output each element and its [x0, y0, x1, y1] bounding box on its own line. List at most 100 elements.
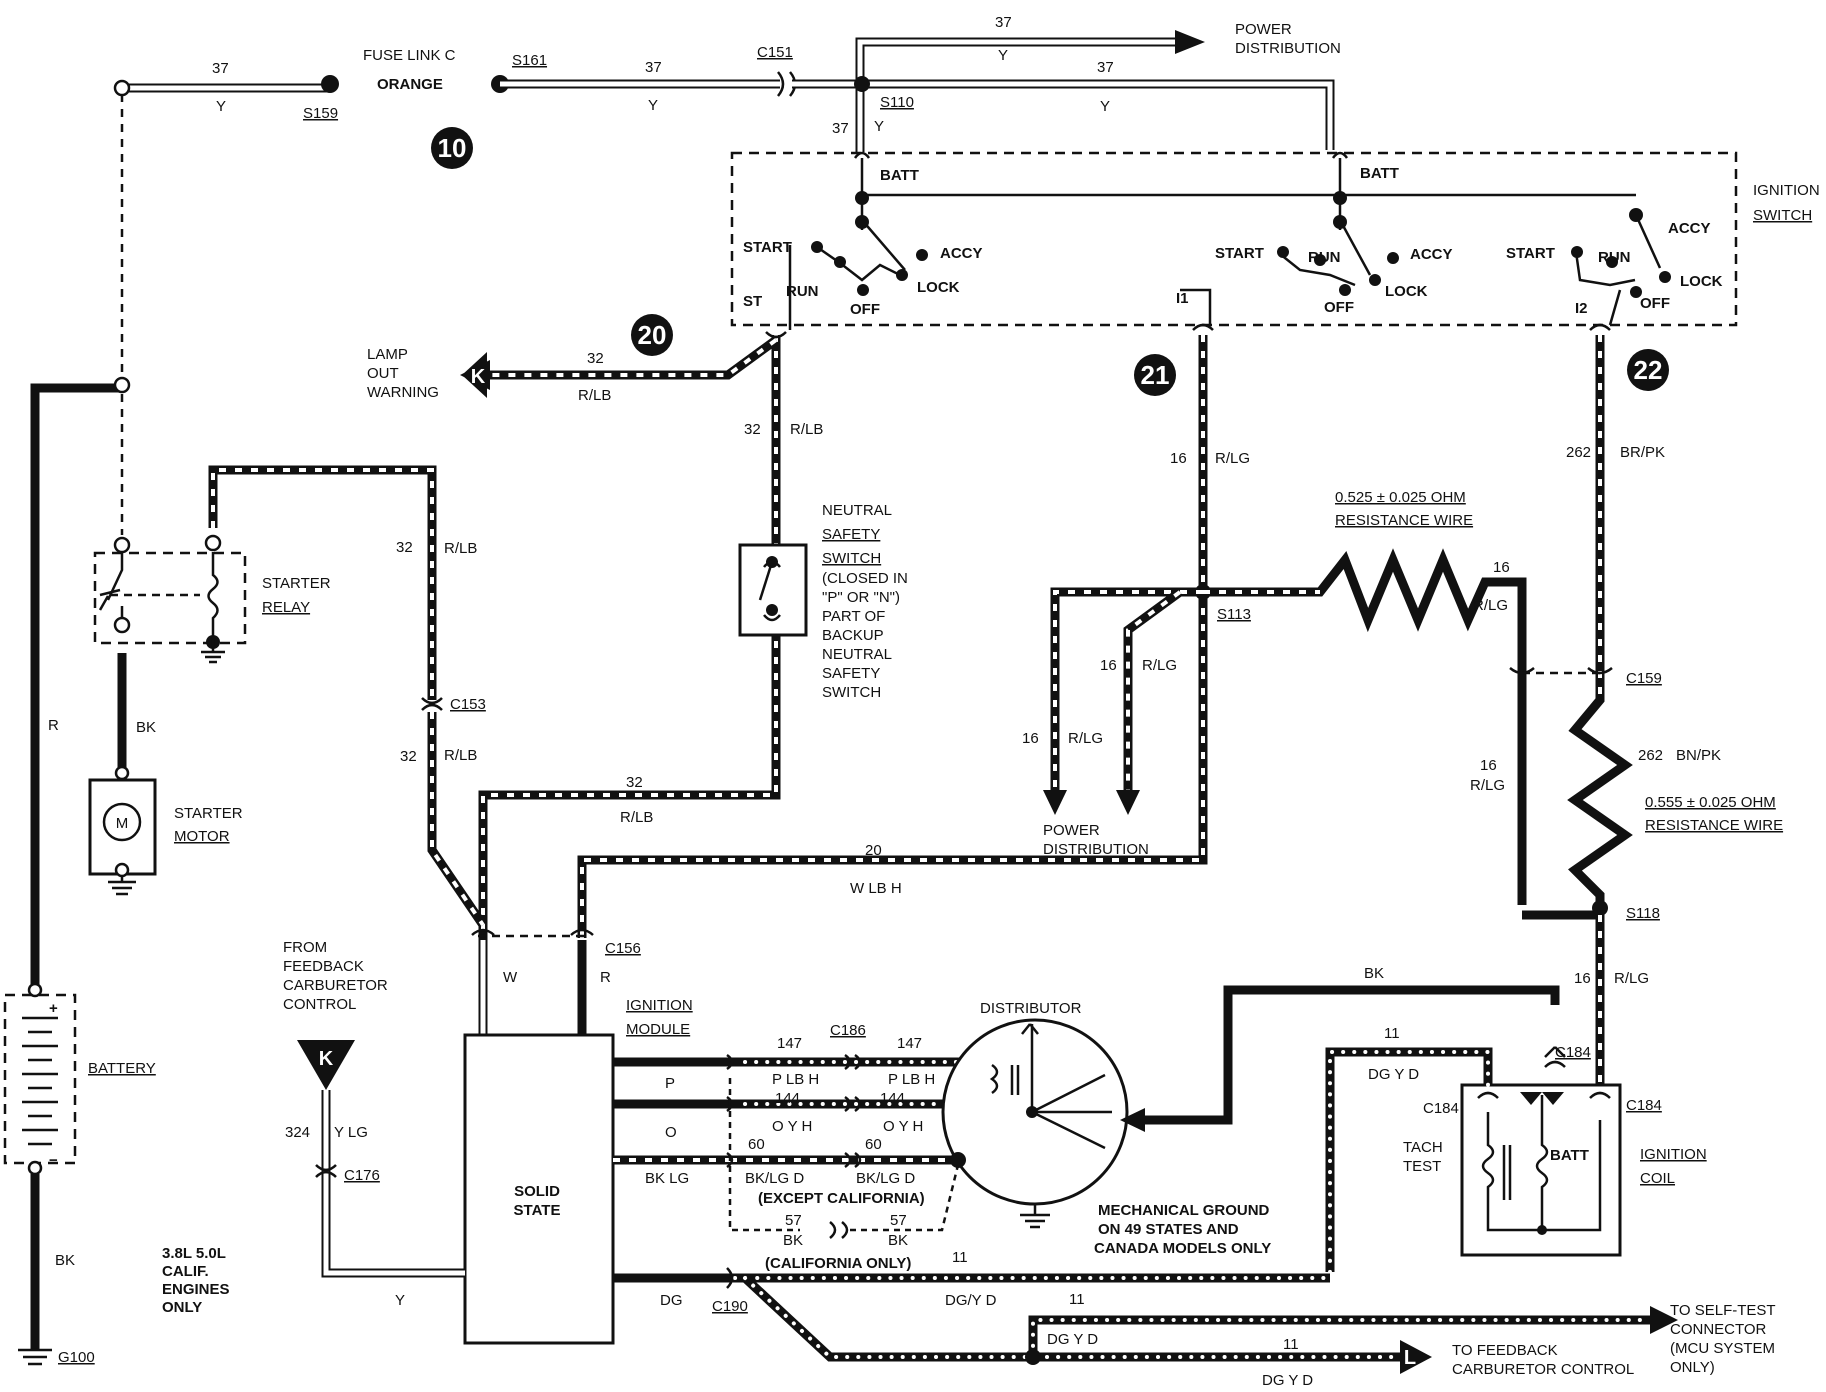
switch-batt-2: BATT — [1360, 165, 1399, 182]
badge-22-circle — [1627, 349, 1669, 391]
wire-rlb-vert: R/LB — [790, 421, 823, 438]
wire-147-b: 147 — [897, 1035, 922, 1052]
wire-y-right: Y — [1100, 98, 1110, 115]
wire-ylg: Y LG — [334, 1124, 368, 1141]
wire-11-bottom: 11 — [952, 1249, 968, 1266]
switch-accy-2: ACCY — [1410, 246, 1453, 263]
connector-s161: S161 — [512, 52, 547, 69]
switch-run-1: RUN — [786, 283, 819, 300]
switch-i1: I1 — [1176, 290, 1189, 307]
from-feedback-1: FROM — [283, 939, 327, 956]
switch-start-1: START — [743, 239, 792, 256]
wire-bk-coil: BK — [1364, 965, 1384, 982]
neutral-switch-8: NEUTRAL — [822, 646, 892, 663]
wire-32-lamp: 32 — [587, 350, 604, 367]
wire-rlg-coil: R/LG — [1614, 970, 1649, 987]
wire-plbh-a: P LB H — [772, 1071, 819, 1088]
wire-plbh-b: P LB H — [888, 1071, 935, 1088]
ignition-coil — [1325, 1046, 1622, 1274]
connector-c186: C186 — [830, 1022, 866, 1039]
badge-10-circle — [431, 127, 473, 169]
circuit-11-dgyd — [613, 1267, 1678, 1374]
wire-16-pd1: 16 — [1022, 730, 1039, 747]
ignition-coil-2: COIL — [1640, 1170, 1675, 1187]
connector-s110: S110 — [880, 94, 914, 111]
wire-rlg-pd2: R/LG — [1142, 657, 1177, 674]
wire-37-top: 37 — [995, 14, 1012, 31]
self-test-4: ONLY) — [1670, 1359, 1715, 1376]
connector-s118: S118 — [1626, 905, 1660, 922]
from-feedback-3: CARBURETOR — [283, 977, 388, 994]
neutral-switch-5: "P" OR "N") — [822, 589, 900, 606]
resistance-wire-1-line1: 0.525 ± 0.025 OHM — [1335, 489, 1466, 506]
connector-s159: S159 — [303, 105, 338, 122]
switch-lock-3: LOCK — [1680, 273, 1723, 290]
calif-engines-1: 3.8L 5.0L — [162, 1245, 226, 1262]
switch-start-2: START — [1215, 245, 1264, 262]
switch-i2: I2 — [1575, 300, 1588, 317]
wire-w-module: W — [503, 969, 518, 986]
from-feedback-4: CONTROL — [283, 996, 356, 1013]
feedback-to-2: CARBURETOR CONTROL — [1452, 1361, 1634, 1378]
wire-16-mid: 16 — [1480, 757, 1497, 774]
neutral-switch-10: SWITCH — [822, 684, 881, 701]
starter-motor-2: MOTOR — [174, 828, 230, 845]
solid-state-1: SOLID — [514, 1183, 560, 1200]
connector-c190: C190 — [712, 1298, 748, 1315]
wire-60-a: 60 — [748, 1136, 765, 1153]
mech-ground-3: CANADA MODELS ONLY — [1094, 1240, 1271, 1257]
switch-off-2: OFF — [1324, 299, 1354, 316]
wire-37-left: 37 — [212, 60, 229, 77]
wire-16-res: 16 — [1493, 559, 1510, 576]
circuit-32-rlb — [208, 331, 787, 940]
neutral-switch-3: SWITCH — [822, 550, 881, 567]
wire-bk57-b: BK — [888, 1232, 908, 1249]
wire-dgyd-selftest: DG Y D — [1047, 1331, 1098, 1348]
wire-37-right: 37 — [1097, 59, 1114, 76]
neutral-switch-9: SAFETY — [822, 665, 880, 682]
switch-start-3: START — [1506, 245, 1555, 262]
tach-test-2: TEST — [1403, 1158, 1441, 1175]
switch-off-3: OFF — [1640, 295, 1670, 312]
wire-bk57-a: BK — [783, 1232, 803, 1249]
battery-label: BATTERY — [88, 1060, 156, 1077]
wire-bklgd-b: BK/LG D — [856, 1170, 915, 1187]
california-only: (CALIFORNIA ONLY) — [765, 1255, 911, 1272]
switch-accy-1: ACCY — [940, 245, 983, 262]
calif-engines-3: ENGINES — [162, 1281, 230, 1298]
neutral-safety-switch — [738, 543, 808, 637]
battery-plus: + — [49, 1000, 58, 1017]
connector-c156: C156 — [605, 940, 641, 957]
wire-bk-starter: BK — [136, 719, 156, 736]
ignition-module — [463, 928, 962, 1345]
lamp-out-2: OUT — [367, 365, 399, 382]
wire-y-module: Y — [395, 1292, 405, 1309]
wire-32-relay: 32 — [396, 539, 413, 556]
calif-engines-2: CALIF. — [162, 1263, 209, 1280]
neutral-switch-2: SAFETY — [822, 526, 880, 543]
neutral-switch-7: BACKUP — [822, 627, 884, 644]
starter-relay-1: STARTER — [262, 575, 331, 592]
flag-l-feedback: L — [1404, 1347, 1416, 1369]
power-distribution-top-2: DISTRIBUTION — [1235, 40, 1341, 57]
badge-20: 20 — [638, 320, 667, 350]
wire-dgyd-feedback: DG Y D — [1262, 1372, 1313, 1389]
wire-57-a: 57 — [785, 1212, 802, 1229]
badge-20-circle — [631, 314, 673, 356]
wire-bklg: BK LG — [645, 1170, 689, 1187]
battery-minus: − — [49, 1152, 58, 1169]
resistance-wire-1-line2: RESISTANCE WIRE — [1335, 512, 1473, 529]
wire-p: P — [665, 1075, 675, 1092]
ignition-switch-box — [730, 151, 1738, 330]
lamp-out-3: WARNING — [367, 384, 439, 401]
mech-ground-1: MECHANICAL GROUND — [1098, 1202, 1270, 1219]
svg-text:K: K — [471, 366, 486, 388]
badge-21: 21 — [1141, 360, 1170, 390]
starter-motor-1: STARTER — [174, 805, 243, 822]
switch-accy-3: ACCY — [1668, 220, 1711, 237]
solid-state-2: STATE — [514, 1202, 561, 1219]
ignition-module-2: MODULE — [626, 1021, 690, 1038]
lamp-out-1: LAMP — [367, 346, 408, 363]
wire-16-21: 16 — [1170, 450, 1187, 467]
